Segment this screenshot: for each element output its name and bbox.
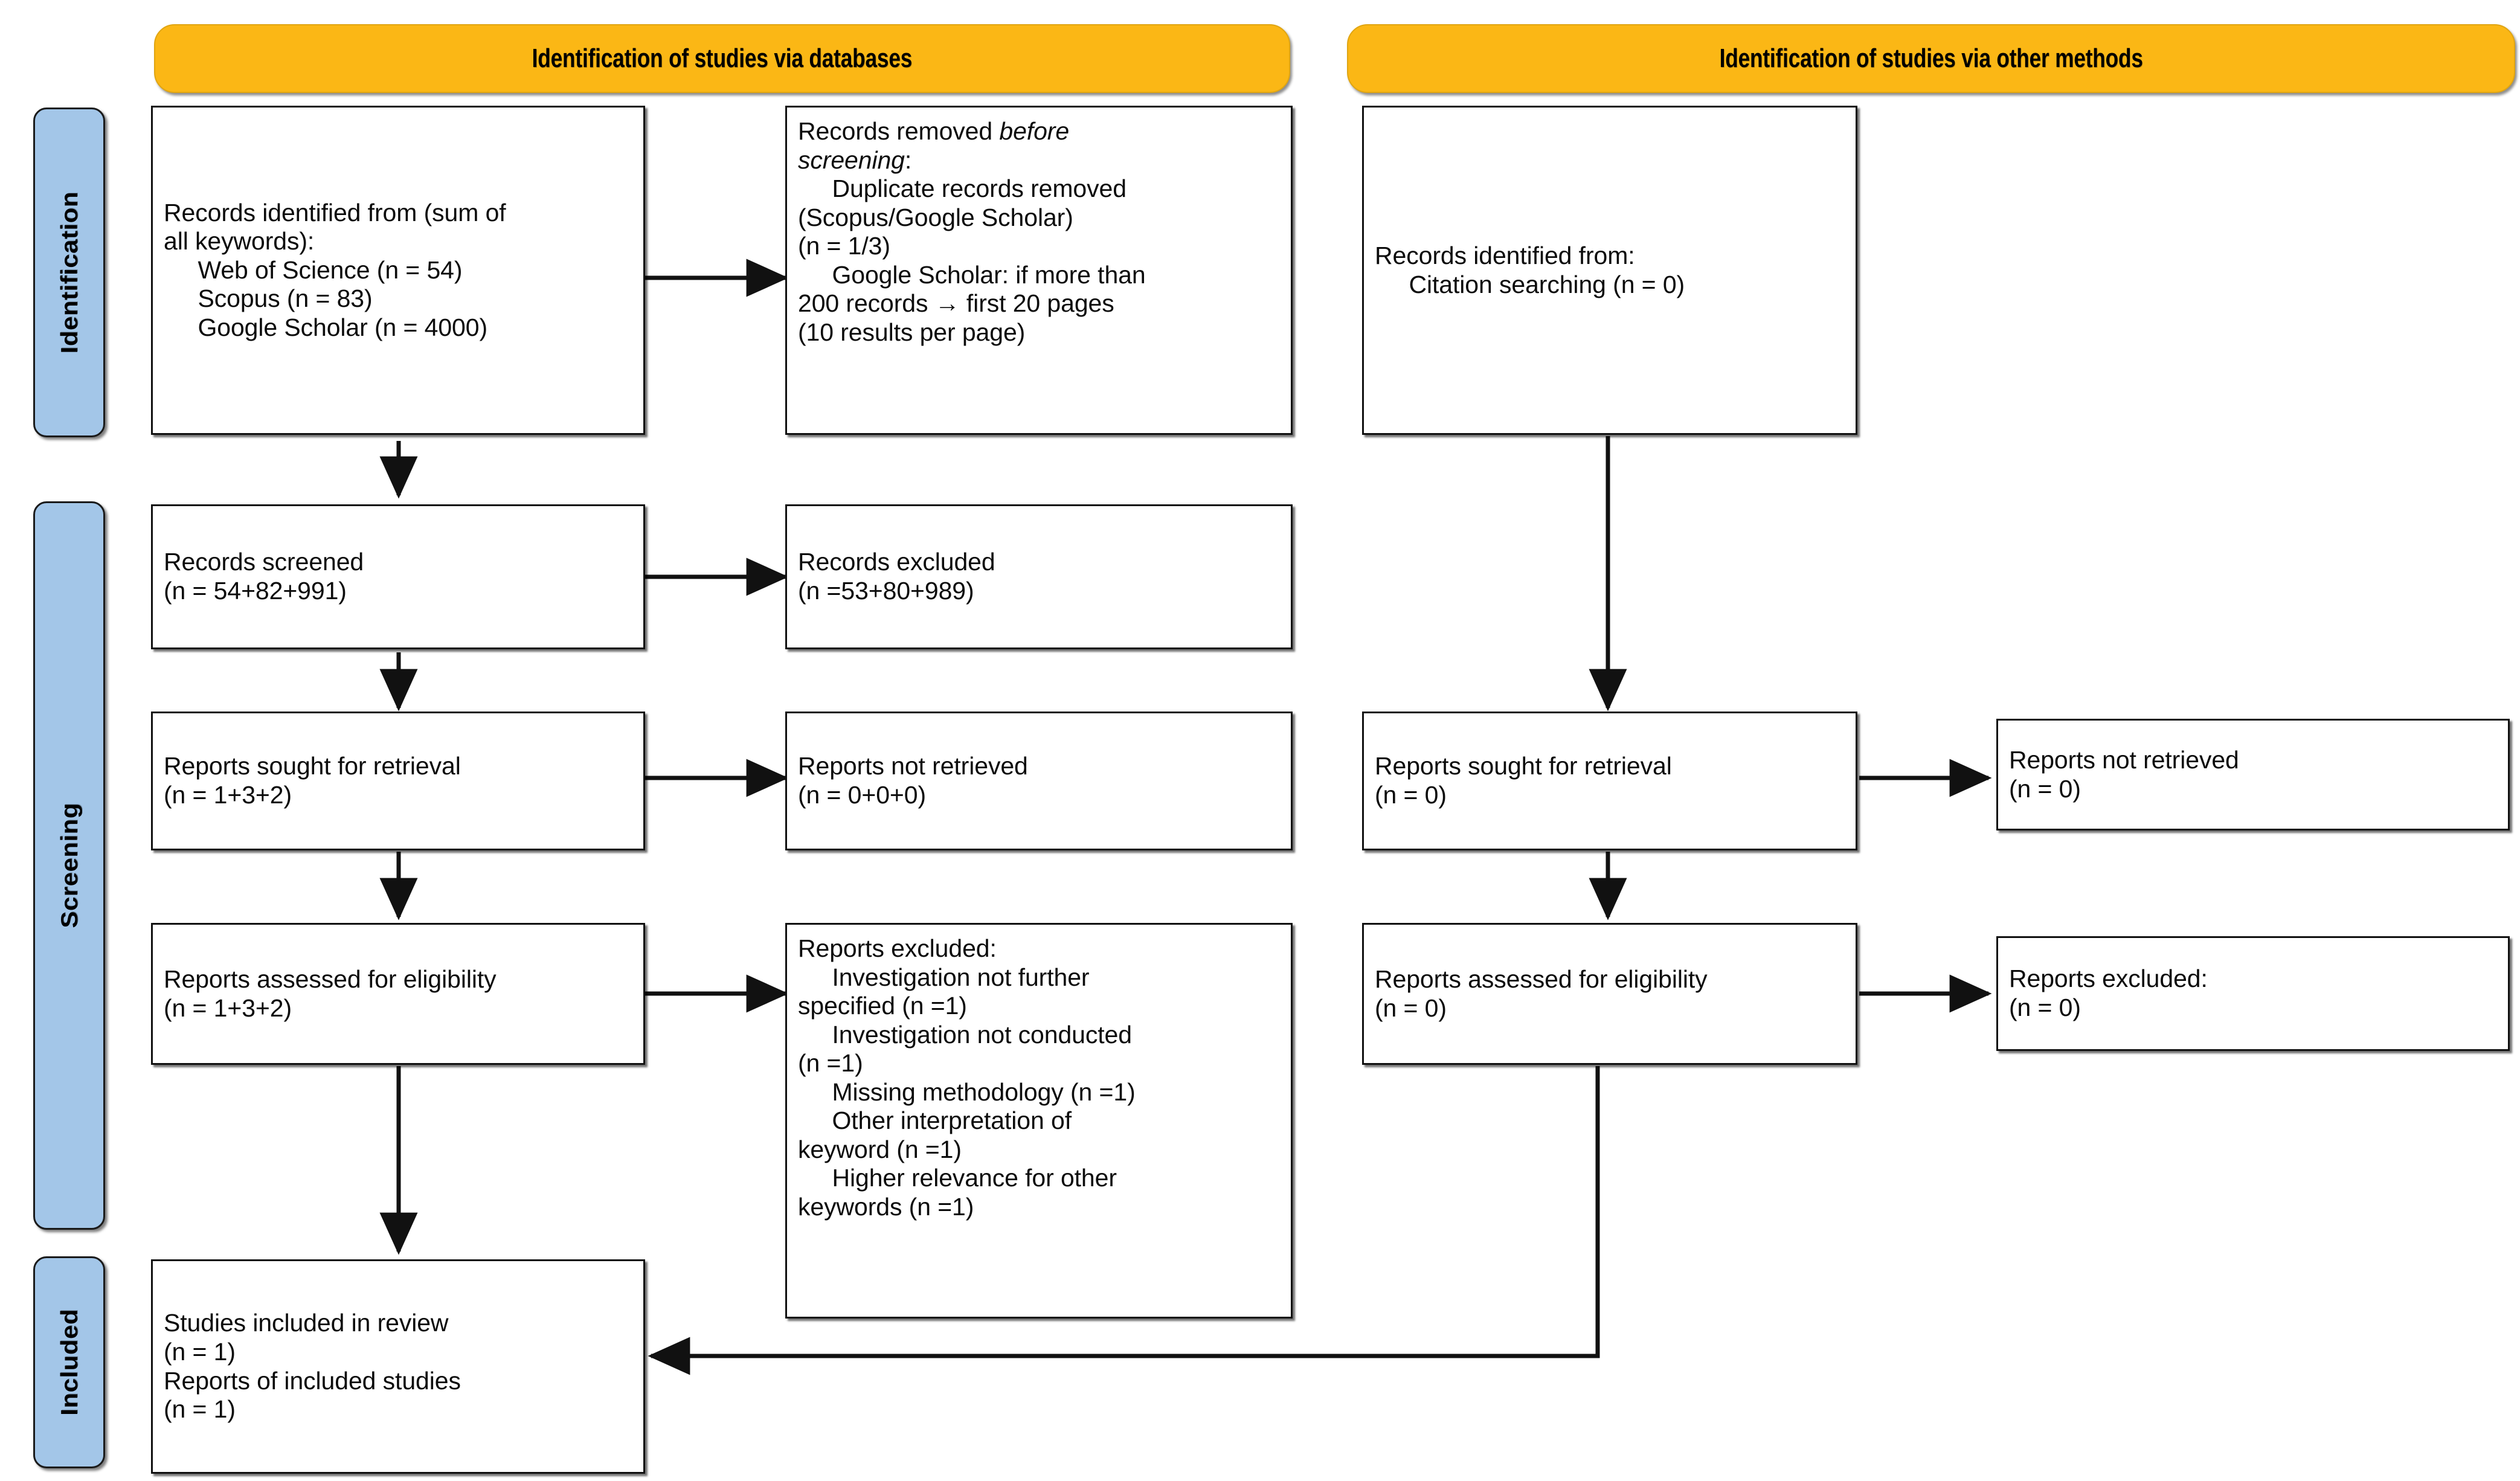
node-reports-assessed-other: Reports assessed for eligibility (n = 0) [1362,923,1857,1065]
node-text: Reports assessed for eligibility (n = 1+… [164,965,497,1022]
node-text: Reports assessed for eligibility (n = 0) [1375,965,1708,1022]
node-text: Reports excluded: Investigation not furt… [798,934,1136,1221]
node-text: Records excluded (n =53+80+989) [798,548,995,605]
banner-identification-databases: Identification of studies via databases [154,24,1290,93]
node-text: Reports not retrieved (n = 0) [2009,745,2239,803]
node-reports-sought-other: Reports sought for retrieval (n = 0) [1362,712,1857,850]
node-head-colon: : [904,146,912,174]
node-text: Records identified from: Citation search… [1375,241,1685,298]
node-reports-not-retrieved-databases: Reports not retrieved (n = 0+0+0) [785,712,1293,850]
node-records-screened: Records screened (n = 54+82+991) [151,504,645,649]
node-reports-assessed-databases: Reports assessed for eligibility (n = 1+… [151,923,645,1065]
node-head-plain: Records removed [798,117,1000,145]
node-text: Reports not retrieved (n = 0+0+0) [798,752,1028,809]
phase-tab-label: Screening [56,803,82,928]
node-records-excluded: Records excluded (n =53+80+989) [785,504,1293,649]
node-text: Reports sought for retrieval (n = 1+3+2) [164,752,461,809]
banner-identification-other-methods: Identification of studies via other meth… [1347,24,2515,93]
phase-tab-label: Included [56,1309,82,1416]
node-text-composite: Records removed before screening: Duplic… [798,108,1280,347]
node-text: Records screened (n = 54+82+991) [164,548,364,605]
node-studies-included: Studies included in review (n = 1) Repor… [151,1259,645,1474]
node-records-removed-before-screening: Records removed before screening: Duplic… [785,106,1293,435]
phase-tab-included: Included [33,1256,105,1468]
banner-label: Identification of studies via databases [532,43,913,73]
phase-tab-identification: Identification [33,108,105,437]
node-text: Studies included in review (n = 1) Repor… [164,1309,461,1424]
node-text: Reports excluded: (n = 0) [2009,965,2208,1021]
banner-label: Identification of studies via other meth… [1719,43,2143,73]
phase-tab-label: Identification [56,191,82,354]
phase-tab-screening: Screening [33,501,105,1230]
node-text: Records identified from (sum of all keyw… [164,198,506,341]
node-records-identified-databases: Records identified from (sum of all keyw… [151,106,645,435]
node-reports-excluded-other: Reports excluded: (n = 0) [1996,936,2510,1051]
node-reports-excluded-databases: Reports excluded: Investigation not furt… [785,923,1293,1319]
node-body: Duplicate records removed (Scopus/Google… [798,175,1146,346]
node-text: Reports sought for retrieval (n = 0) [1375,752,1672,809]
node-head-italic: before screening [798,117,1070,174]
node-reports-sought-databases: Reports sought for retrieval (n = 1+3+2) [151,712,645,850]
node-records-identified-other: Records identified from: Citation search… [1362,106,1857,435]
node-reports-not-retrieved-other: Reports not retrieved (n = 0) [1996,719,2510,830]
